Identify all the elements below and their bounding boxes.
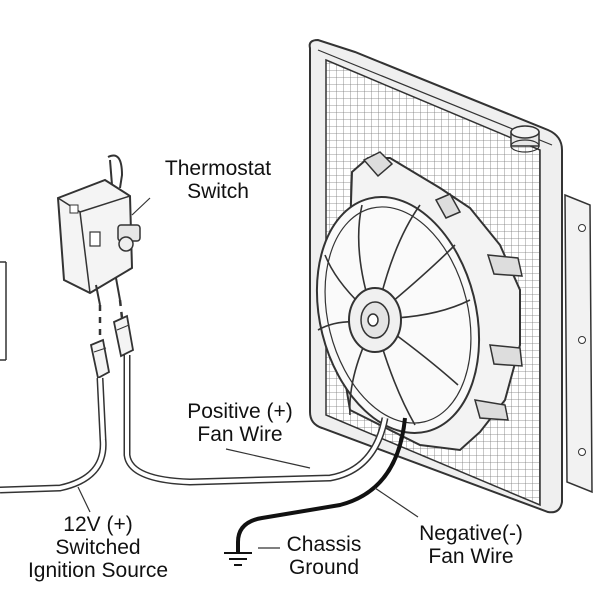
label-line: Fan Wire [197, 423, 283, 446]
connector-icon [112, 314, 135, 358]
cooling-fan-icon [315, 151, 523, 452]
label-line: Chassis [286, 533, 362, 556]
chassis-ground-label: Chassis Ground [264, 533, 384, 579]
label-line: Ignition Source [27, 559, 169, 582]
thermostat-switch-label: Thermostat Switch [143, 157, 293, 203]
radiator-cap-icon [510, 125, 540, 153]
leader-lines [77, 197, 419, 549]
ground-symbol-icon [224, 552, 252, 566]
label-line: Negative(-) [419, 522, 523, 545]
positive-fan-wire [123, 355, 389, 486]
label-line: 12V (+) [63, 513, 133, 536]
label-line: Switched [55, 536, 141, 559]
ignition-source-label: 12V (+) Switched Ignition Source [0, 513, 196, 582]
fan-mount-tab [362, 151, 523, 421]
negative-fan-wire-label: Negative(-) Fan Wire [398, 522, 544, 568]
label-line: Positive (+) [187, 400, 293, 423]
connector-icon [89, 338, 111, 380]
label-line: Thermostat [164, 157, 272, 180]
label-line: Ground [288, 556, 360, 579]
label-line: Fan Wire [428, 545, 514, 568]
thermostat-switch-icon [56, 154, 141, 306]
ground-wire [236, 417, 407, 553]
label-line: Switch [187, 180, 249, 203]
ignition-wire [0, 377, 107, 494]
positive-fan-wire-label: Positive (+) Fan Wire [160, 400, 320, 446]
dashed-connection [118, 299, 124, 319]
